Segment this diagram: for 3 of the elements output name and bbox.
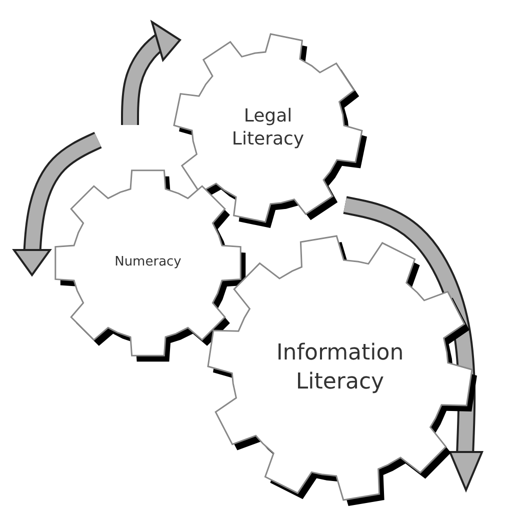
- gear-label: Legal Literacy: [230, 104, 306, 152]
- gear-label: Information Literacy: [275, 339, 405, 396]
- gear-label: Numeracy: [114, 254, 182, 272]
